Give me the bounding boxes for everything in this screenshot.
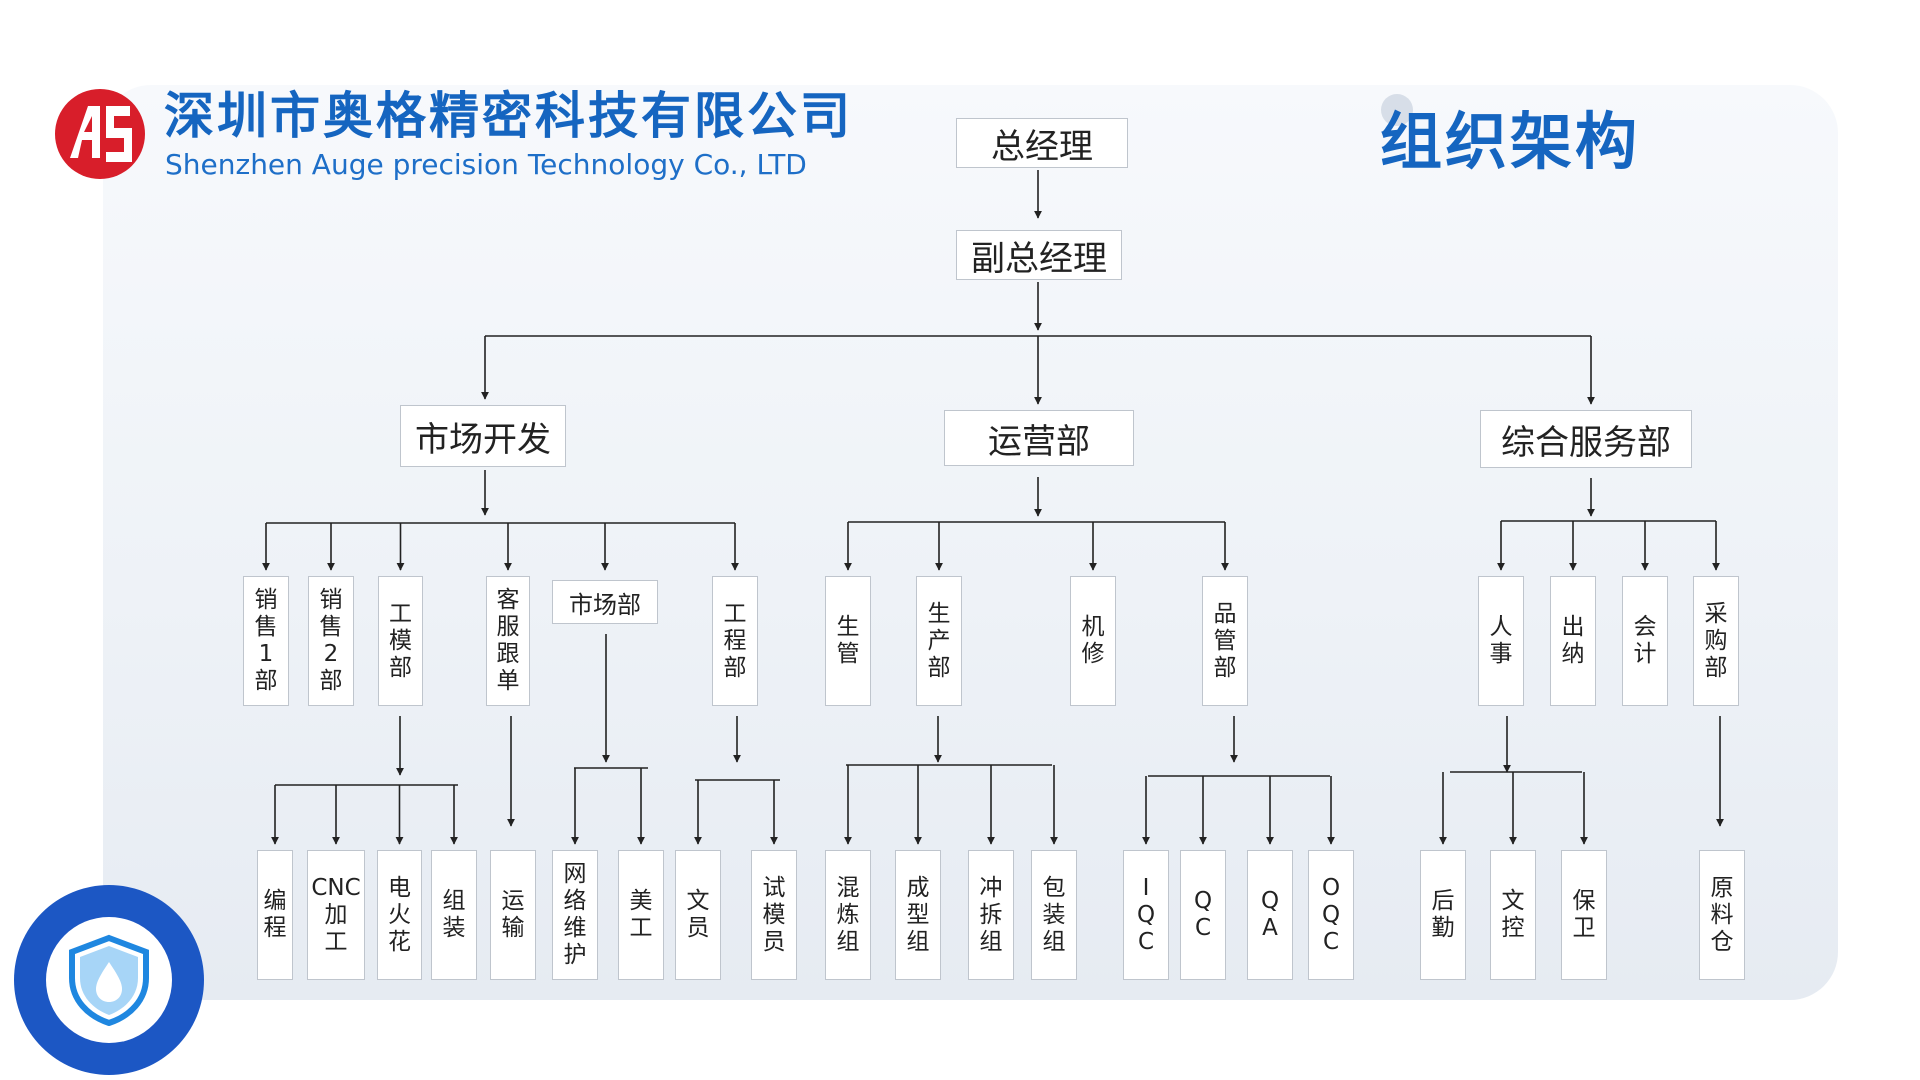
node-unit-2-3-0: 原料仓 [1699,850,1745,980]
company-name-en: Shenzhen Auge precision Technology Co., … [165,148,807,181]
node-dept-2-1: 出纳 [1550,576,1596,706]
node-deputy-gm: 副总经理 [956,230,1122,280]
node-general-manager: 总经理 [956,118,1128,168]
node-unit-0-4-1: 美工 [618,850,664,980]
node-dept-1-2: 机修 [1070,576,1116,706]
node-dept-0-5: 工程部 [712,576,758,706]
node-unit-0-3-0: 运输 [490,850,536,980]
node-dept-1-3: 品管部 [1202,576,1248,706]
node-dept-2-2: 会计 [1622,576,1668,706]
node-dept-1-1: 生产部 [916,576,962,706]
shield-drop-icon [69,934,149,1026]
node-dept-2-0: 人事 [1478,576,1524,706]
node-unit-0-5-0: 文员 [675,850,721,980]
node-unit-1-1-1: 成型组 [895,850,941,980]
page-title: 组织架构 [1380,105,1641,178]
decorative-dot [1381,94,1413,126]
node-division-0: 市场开发 [400,405,566,467]
node-unit-2-0-0: 后勤 [1420,850,1466,980]
node-unit-0-5-1: 试模员 [751,850,797,980]
node-unit-1-1-2: 冲拆组 [968,850,1014,980]
node-unit-1-1-0: 混炼组 [825,850,871,980]
node-division-2: 综合服务部 [1480,410,1692,468]
company-name-cn: 深圳市奥格精密科技有限公司 [164,87,853,145]
node-unit-1-1-3: 包装组 [1031,850,1077,980]
node-dept-0-2: 工模部 [378,576,423,706]
node-unit-0-2-3: 组装 [431,850,477,980]
node-dept-0-4: 市场部 [552,580,658,624]
node-dept-1-0: 生管 [825,576,871,706]
node-dept-2-3: 采购部 [1693,576,1739,706]
auge-logo [55,89,145,179]
node-unit-0-2-2: 电火花 [377,850,422,980]
node-unit-0-4-0: 网络维护 [552,850,598,980]
node-unit-2-0-1: 文控 [1490,850,1536,980]
node-unit-2-0-2: 保卫 [1561,850,1607,980]
node-unit-0-2-0: 编程 [257,850,293,980]
node-dept-0-3: 客服跟单 [486,576,530,706]
node-division-1: 运营部 [944,410,1134,466]
